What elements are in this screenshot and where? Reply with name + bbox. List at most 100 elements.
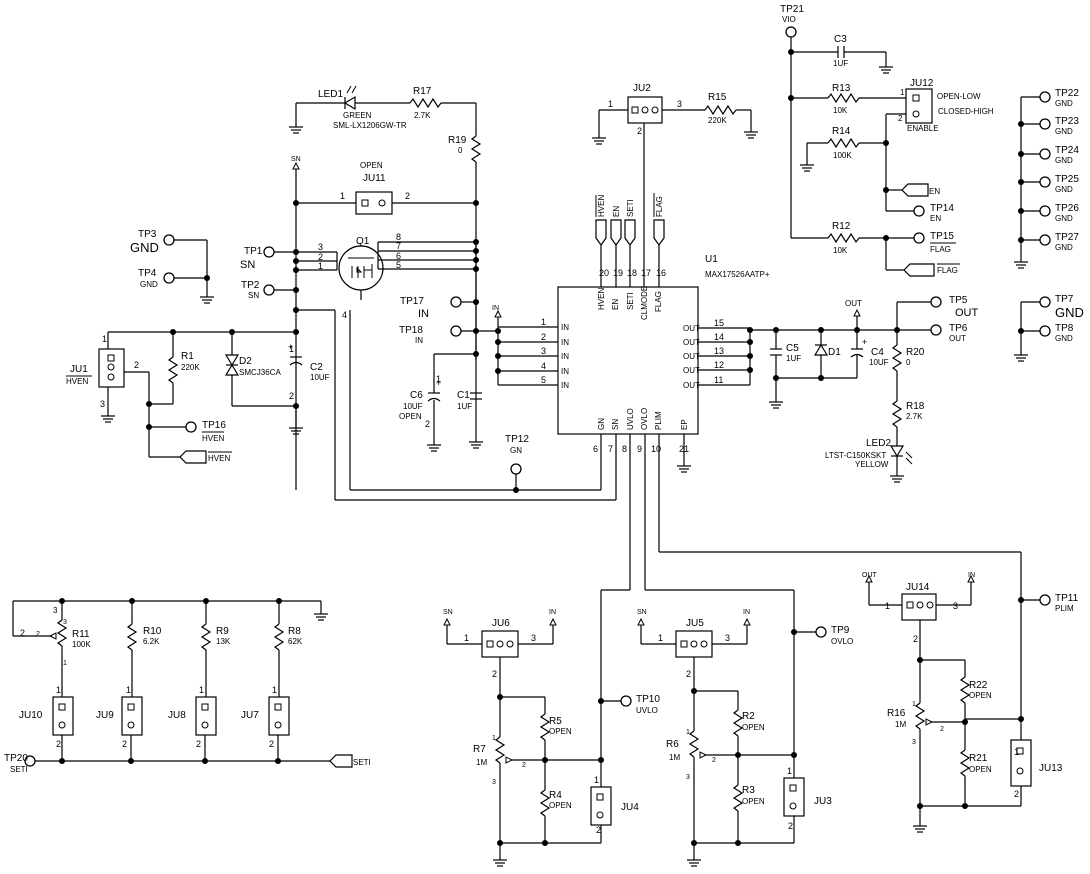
r12-value: 10K bbox=[833, 246, 848, 255]
tp1[interactable] bbox=[263, 246, 275, 258]
tp11[interactable] bbox=[1039, 594, 1051, 606]
r1-ref: R1 bbox=[181, 351, 194, 362]
r1-value: 220K bbox=[181, 363, 200, 372]
tp1-tp2: TP1 SN TP2 SN bbox=[240, 246, 263, 300]
r22-value: OPEN bbox=[969, 691, 992, 700]
r10-value: 6.2K bbox=[143, 637, 160, 646]
tp25[interactable] bbox=[1039, 176, 1051, 188]
pin-num-4: 4 bbox=[541, 361, 546, 371]
ju10-pin1: 1 bbox=[56, 685, 61, 695]
c6-pin1: 1 bbox=[436, 374, 441, 384]
ju11-pin1: 1 bbox=[340, 191, 345, 201]
ju10-ref: JU10 bbox=[19, 710, 43, 721]
tp20[interactable] bbox=[24, 755, 36, 767]
tp3[interactable] bbox=[163, 234, 175, 246]
pin-num-6: 6 bbox=[593, 444, 598, 454]
c4-ref: C4 bbox=[871, 347, 884, 358]
tp27-net: GND bbox=[1055, 243, 1073, 252]
tp6[interactable] bbox=[930, 324, 942, 336]
ju2-pin3: 3 bbox=[677, 99, 682, 109]
tp22[interactable] bbox=[1039, 91, 1051, 103]
pin-num-20: 20 bbox=[599, 268, 609, 278]
pin-num-21: 21 bbox=[679, 444, 689, 454]
tp18[interactable] bbox=[450, 325, 462, 337]
c6-plus: + bbox=[436, 378, 441, 388]
r16-pin3: 3 bbox=[912, 739, 916, 746]
tp4-ref: TP4 bbox=[138, 268, 157, 279]
r11-pin2a: 2 bbox=[20, 628, 25, 638]
tp3-tp4: TP3 GND TP4 GND bbox=[130, 229, 214, 304]
tp11-net: PLIM bbox=[1055, 604, 1074, 613]
r5-ref: R5 bbox=[549, 716, 562, 727]
tp27[interactable] bbox=[1039, 234, 1051, 246]
tp22-net: GND bbox=[1055, 99, 1073, 108]
tp5[interactable] bbox=[930, 296, 942, 308]
tp10[interactable] bbox=[620, 695, 632, 707]
r18-value: 2.7K bbox=[906, 412, 923, 421]
gn-sn-loop: TP12 GN bbox=[335, 310, 617, 501]
tp21[interactable] bbox=[785, 26, 797, 38]
tp14[interactable] bbox=[913, 205, 925, 217]
ju13-ref: JU13 bbox=[1039, 763, 1063, 774]
ju13-pin2: 2 bbox=[1014, 789, 1019, 799]
ju11-branch: SN OPEN JU11 1 2 bbox=[291, 156, 476, 490]
c4-value: 10UF bbox=[869, 358, 889, 367]
ju11-pin2: 2 bbox=[405, 191, 410, 201]
u1-ref: U1 bbox=[705, 254, 718, 265]
ju2-pin1: 1 bbox=[608, 99, 613, 109]
tp17[interactable] bbox=[450, 296, 462, 308]
ju11-ref: JU11 bbox=[363, 173, 386, 184]
tp15[interactable] bbox=[913, 232, 925, 244]
q1-pin8: 8 bbox=[396, 232, 401, 242]
ju4-ref: JU4 bbox=[621, 802, 639, 813]
r18-ref: R18 bbox=[906, 401, 925, 412]
r7-value: 1M bbox=[476, 758, 487, 767]
r16-pin1: 1 bbox=[912, 701, 916, 708]
tp16[interactable] bbox=[185, 421, 197, 433]
c6-pin2: 2 bbox=[425, 419, 430, 429]
r4-ref: R4 bbox=[549, 790, 562, 801]
led2-ref: LED2 bbox=[866, 438, 891, 449]
r7-ref: R7 bbox=[473, 744, 486, 755]
r21-value: OPEN bbox=[969, 765, 992, 774]
tp21-ref: TP21 bbox=[780, 4, 804, 15]
hven-flag: HVEN bbox=[208, 454, 230, 463]
r6-value: 1M bbox=[669, 753, 680, 762]
tp26[interactable] bbox=[1039, 205, 1051, 217]
tp9[interactable] bbox=[815, 626, 827, 638]
ju8-pin1: 1 bbox=[199, 685, 204, 695]
tp4[interactable] bbox=[163, 272, 175, 284]
r7-pin2: 2 bbox=[522, 762, 526, 769]
r7-pin3: 3 bbox=[492, 779, 496, 786]
tp7[interactable] bbox=[1039, 296, 1051, 308]
flag-seti: SETI bbox=[626, 199, 635, 217]
ju8-pin2: 2 bbox=[196, 739, 201, 749]
ju14-pin1: 1 bbox=[885, 601, 890, 611]
r14-ref: R14 bbox=[832, 126, 851, 137]
tp23[interactable] bbox=[1039, 118, 1051, 130]
tp8[interactable] bbox=[1039, 325, 1051, 337]
ovlo-section: TP9 OVLO SN IN JU5 1 3 2 R6 1M 1 3 2 R2 … bbox=[637, 458, 853, 867]
tp2[interactable] bbox=[263, 284, 275, 296]
r16-value: 1M bbox=[895, 720, 906, 729]
vio-section: TP21 VIO C3 1UF R13 10K JU12 1 2 OPEN-LO… bbox=[780, 4, 994, 277]
c3-value: 1UF bbox=[833, 59, 848, 68]
pin-num-9: 9 bbox=[637, 444, 642, 454]
ju3-pin2: 2 bbox=[788, 821, 793, 831]
junction-dots bbox=[59, 49, 1024, 846]
uvlo-section: TP10 UVLO SN IN JU6 1 3 2 R7 1M 1 3 2 R5… bbox=[443, 458, 660, 867]
tp12[interactable] bbox=[510, 463, 522, 475]
ju7-pin2: 2 bbox=[269, 739, 274, 749]
pin-num-19: 19 bbox=[613, 268, 623, 278]
tp5-ref: TP5 bbox=[949, 295, 968, 306]
ju10-pin2: 2 bbox=[56, 739, 61, 749]
tp12-ref: TP12 bbox=[505, 434, 529, 445]
tp24[interactable] bbox=[1039, 148, 1051, 160]
r6-pin3: 3 bbox=[686, 774, 690, 781]
ju5-pin2: 2 bbox=[686, 669, 691, 679]
out-section: C5 1UF D1 + C4 10UF OUT TP5 OUT TP6 OUT … bbox=[749, 295, 979, 483]
tp8-ref: TP8 bbox=[1055, 323, 1074, 334]
ju6-in-flag: IN bbox=[549, 609, 556, 616]
r14-value: 100K bbox=[833, 151, 852, 160]
